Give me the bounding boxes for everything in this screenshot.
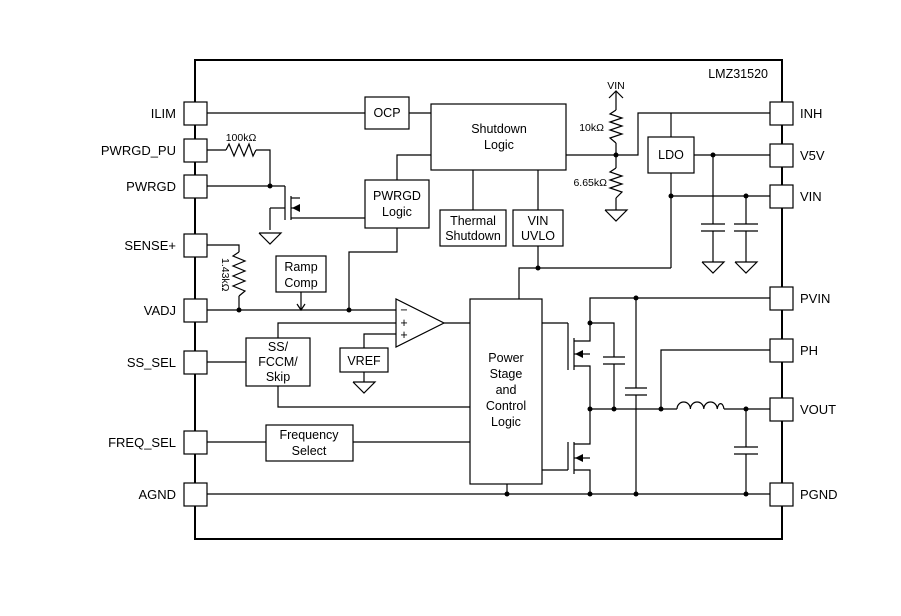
svg-text:Comp: Comp (284, 276, 317, 290)
svg-text:VOUT: VOUT (800, 402, 836, 417)
pin-inh: INH (769, 101, 822, 126)
ramp-comp-block: Ramp Comp (275, 255, 327, 293)
pin-vadj: VADJ (144, 298, 208, 323)
svg-text:PWRGD_PU: PWRGD_PU (101, 143, 176, 158)
error-amplifier: − + + (395, 298, 446, 348)
vin-uvlo-block: VIN UVLO (512, 209, 564, 247)
svg-text:Select: Select (292, 444, 327, 458)
svg-text:Frequency: Frequency (279, 428, 339, 442)
junction-dots (236, 152, 749, 497)
power-stage-block: Power Stage and Control Logic (469, 298, 543, 485)
pin-freq-sel: FREQ_SEL (108, 430, 208, 455)
pwrgd-logic-block: PWRGD Logic (364, 179, 430, 229)
svg-text:FREQ_SEL: FREQ_SEL (108, 435, 176, 450)
svg-text:UVLO: UVLO (521, 229, 555, 243)
r-vin-top-label: 10kΩ (579, 122, 604, 134)
r-pwrgd-pu-label: 100kΩ (226, 132, 257, 144)
lowside-fet-arrow (575, 454, 583, 462)
svg-text:VREF: VREF (347, 354, 381, 368)
ramp-arrow (296, 303, 306, 312)
svg-text:Skip: Skip (266, 370, 290, 384)
svg-text:INH: INH (800, 106, 822, 121)
svg-text:Control: Control (486, 399, 526, 413)
svg-text:V5V: V5V (800, 148, 825, 163)
svg-text:OCP: OCP (373, 106, 400, 120)
svg-text:+: + (400, 328, 407, 342)
vref-block: VREF (339, 347, 389, 373)
svg-text:VADJ: VADJ (144, 303, 176, 318)
svg-text:and: and (496, 383, 517, 397)
svg-text:Shutdown: Shutdown (445, 229, 501, 243)
r-vin-bottom-label: 6.65kΩ (573, 177, 607, 189)
highside-fet-arrow (575, 350, 583, 358)
pin-ph: PH (769, 338, 818, 363)
resistor-vin-bottom (608, 167, 624, 199)
pin-ilim: ILIM (151, 101, 208, 126)
svg-text:Power: Power (488, 351, 523, 365)
shutdown-logic-block: Shutdown Logic (430, 103, 567, 171)
pin-pwrgd-pu: PWRGD_PU (101, 138, 208, 163)
thermal-shutdown-block: Thermal Shutdown (439, 209, 507, 247)
svg-text:Logic: Logic (484, 138, 514, 152)
pin-v5v: V5V (769, 143, 825, 168)
pin-vin: VIN (769, 184, 822, 209)
svg-text:SENSE+: SENSE+ (124, 238, 176, 253)
svg-text:SS/: SS/ (268, 340, 289, 354)
svg-text:PH: PH (800, 343, 818, 358)
resistor-pwrgd-pu (225, 142, 257, 158)
svg-text:PGND: PGND (800, 487, 838, 502)
svg-text:Logic: Logic (382, 205, 412, 219)
resistor-vin-top (608, 109, 624, 144)
pin-pvin: PVIN (769, 286, 830, 311)
svg-text:+: + (400, 316, 407, 330)
svg-text:−: − (400, 303, 407, 317)
r-sense-label: 1.43kΩ (219, 258, 231, 292)
svg-text:PWRGD: PWRGD (126, 179, 176, 194)
pin-ss-sel: SS_SEL (127, 350, 208, 375)
svg-text:Thermal: Thermal (450, 214, 496, 228)
svg-text:Stage: Stage (490, 367, 523, 381)
svg-text:LDO: LDO (658, 148, 684, 162)
resistor-sense (231, 251, 247, 297)
svg-text:AGND: AGND (138, 487, 176, 502)
pwrgd-fet-arrow (292, 204, 300, 212)
svg-text:FCCM/: FCCM/ (258, 355, 298, 369)
ldo-block: LDO (647, 136, 695, 174)
svg-text:SS_SEL: SS_SEL (127, 355, 176, 370)
svg-text:PWRGD: PWRGD (373, 189, 421, 203)
frequency-select-block: Frequency Select (265, 424, 354, 462)
pin-pwrgd: PWRGD (126, 174, 208, 199)
wires (207, 90, 770, 495)
inductor (676, 401, 725, 410)
svg-text:Ramp: Ramp (284, 260, 317, 274)
svg-text:Logic: Logic (491, 415, 521, 429)
chip-name: LMZ31520 (708, 67, 768, 81)
pin-pgnd: PGND (769, 482, 838, 507)
pin-agnd: AGND (138, 482, 208, 507)
svg-text:ILIM: ILIM (151, 106, 176, 121)
svg-text:Shutdown: Shutdown (471, 122, 527, 136)
pin-sense-plus: SENSE+ (124, 233, 208, 258)
ss-fccm-skip-block: SS/ FCCM/ Skip (245, 337, 311, 387)
ocp-block: OCP (364, 96, 410, 130)
svg-text:VIN: VIN (800, 189, 822, 204)
vin-rail-label: VIN (607, 80, 625, 92)
svg-text:PVIN: PVIN (800, 291, 830, 306)
pin-vout: VOUT (769, 397, 836, 422)
svg-text:VIN: VIN (528, 214, 549, 228)
